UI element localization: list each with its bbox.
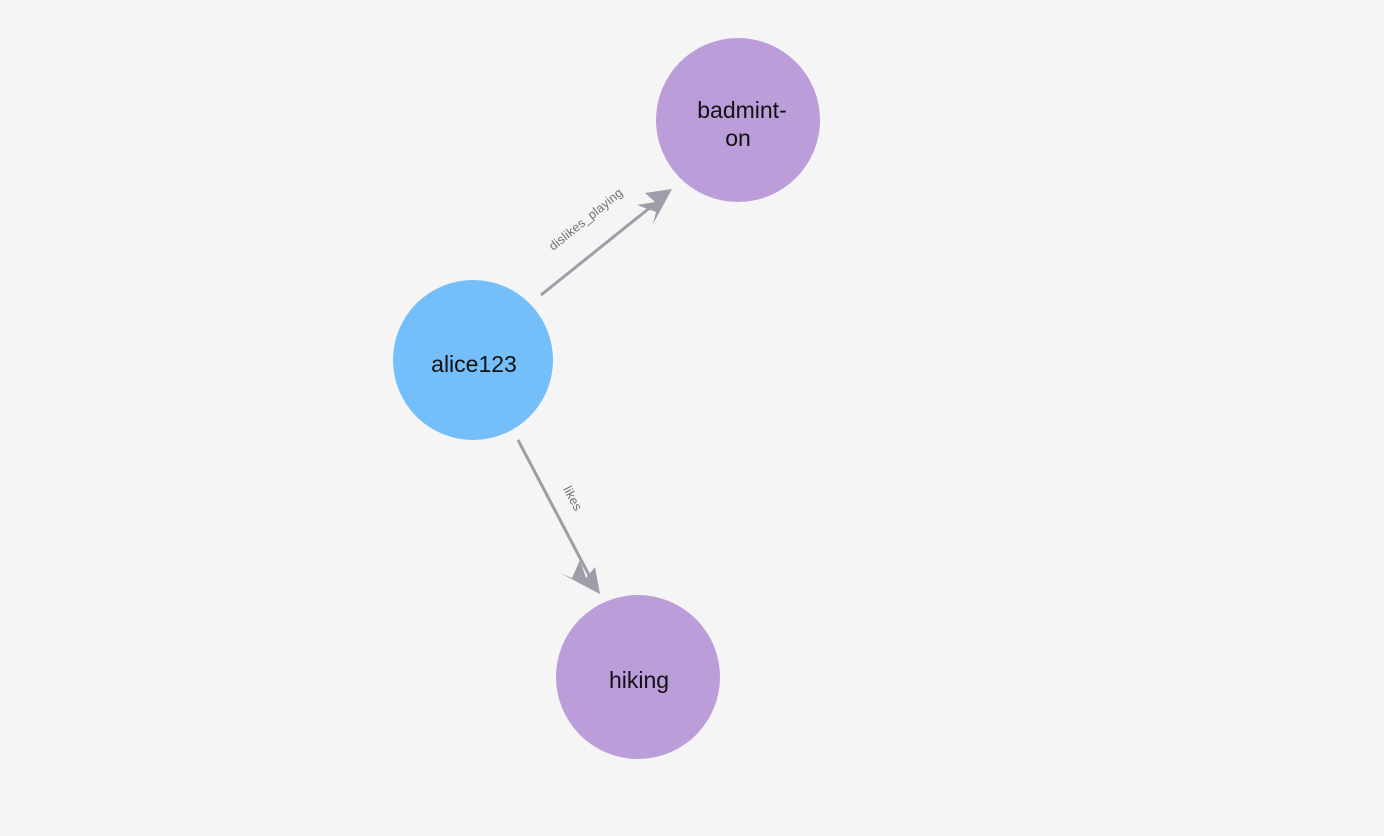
edge-dislikes-playing-line xyxy=(540,196,663,297)
node-badminton[interactable]: badmint- on xyxy=(656,38,820,202)
node-hiking-circle[interactable] xyxy=(556,595,720,759)
edge-likes-label: likes xyxy=(560,484,585,514)
edge-likes-arrowhead xyxy=(560,560,600,594)
node-alice123[interactable]: alice123 xyxy=(393,280,553,440)
edge-likes[interactable]: likes xyxy=(516,439,600,594)
edge-likes-line xyxy=(516,439,592,578)
edge-dislikes-playing[interactable]: dislikes_playing xyxy=(540,186,672,297)
node-badminton-circle[interactable] xyxy=(656,38,820,202)
node-alice123-circle[interactable] xyxy=(393,280,553,440)
edge-dislikes-playing-arrowhead xyxy=(637,189,672,224)
node-hiking[interactable]: hiking xyxy=(556,595,720,759)
edge-dislikes-playing-label: dislikes_playing xyxy=(546,186,625,254)
nodes-layer: badmint- on alice123 hiking xyxy=(393,38,820,759)
